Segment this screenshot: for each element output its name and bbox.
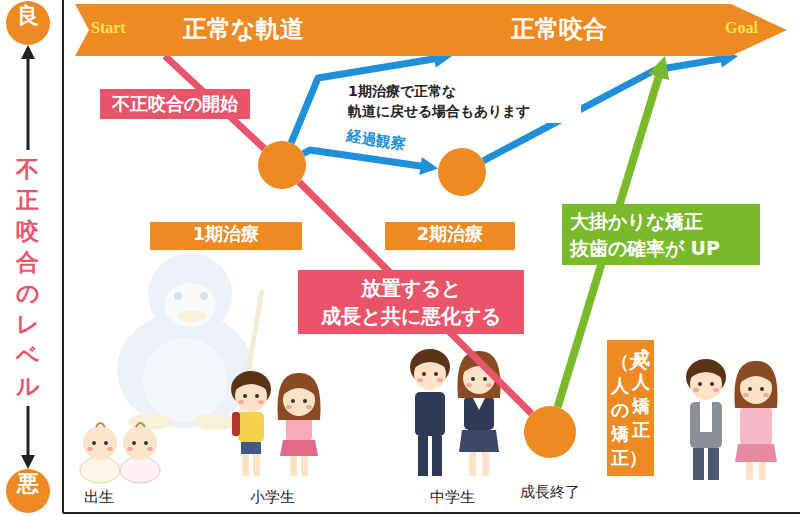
path-note: 不正咬合の開始 bbox=[100, 89, 250, 119]
band-shape bbox=[75, 4, 787, 56]
band-heading: 正常咬合 bbox=[511, 13, 607, 45]
band-heading: 正常な軌道 bbox=[183, 13, 304, 45]
vertical-note: （大人の矯正） bbox=[611, 350, 629, 470]
path-note: 放置すると 成長と共に悪化する bbox=[298, 270, 524, 334]
stage-label: 小学生 bbox=[250, 488, 295, 507]
axis-end-circle: 悪 bbox=[6, 469, 50, 513]
frame-line bbox=[63, 0, 800, 513]
path-note: 大掛かりな矯正 抜歯の確率が UP bbox=[562, 204, 760, 265]
adult-treatment-box: 成人矯正（大人の矯正） bbox=[607, 340, 654, 476]
path-note: 1期治療で正常な 軌道に戻せる場合もあります bbox=[345, 80, 581, 123]
elementary-figure bbox=[231, 371, 321, 476]
treatment-circle: 2期治療 bbox=[438, 148, 486, 196]
vertical-heading: 成人矯正 bbox=[632, 346, 650, 442]
treatment-tab: 2期治療 bbox=[385, 222, 515, 250]
goal-label: Goal bbox=[725, 19, 758, 37]
baby-figure bbox=[80, 423, 160, 483]
growth-end-label: 成長終了 bbox=[500, 483, 600, 502]
growth-end-circle: 成長終了 bbox=[524, 406, 576, 458]
path-note: 経過観察 bbox=[342, 126, 410, 155]
band-fill bbox=[75, 4, 787, 56]
axis-end-label: 良 bbox=[6, 1, 50, 31]
stage-label: 中学生 bbox=[430, 488, 475, 507]
stage-label: 出生 bbox=[84, 488, 114, 507]
axis-end-label: 悪 bbox=[6, 469, 50, 499]
treatment-circle: 1期治療 bbox=[258, 141, 306, 189]
axis-label: 不正咬合のレベル bbox=[16, 150, 39, 406]
start-label: Start bbox=[91, 19, 126, 37]
goal-arrow-band: Start 正常な軌道 正常咬合 Goal bbox=[75, 4, 787, 56]
adult-figure bbox=[686, 359, 778, 480]
axis-end-circle: 良 bbox=[6, 1, 50, 45]
treatment-tab: 1期治療 bbox=[150, 222, 302, 250]
